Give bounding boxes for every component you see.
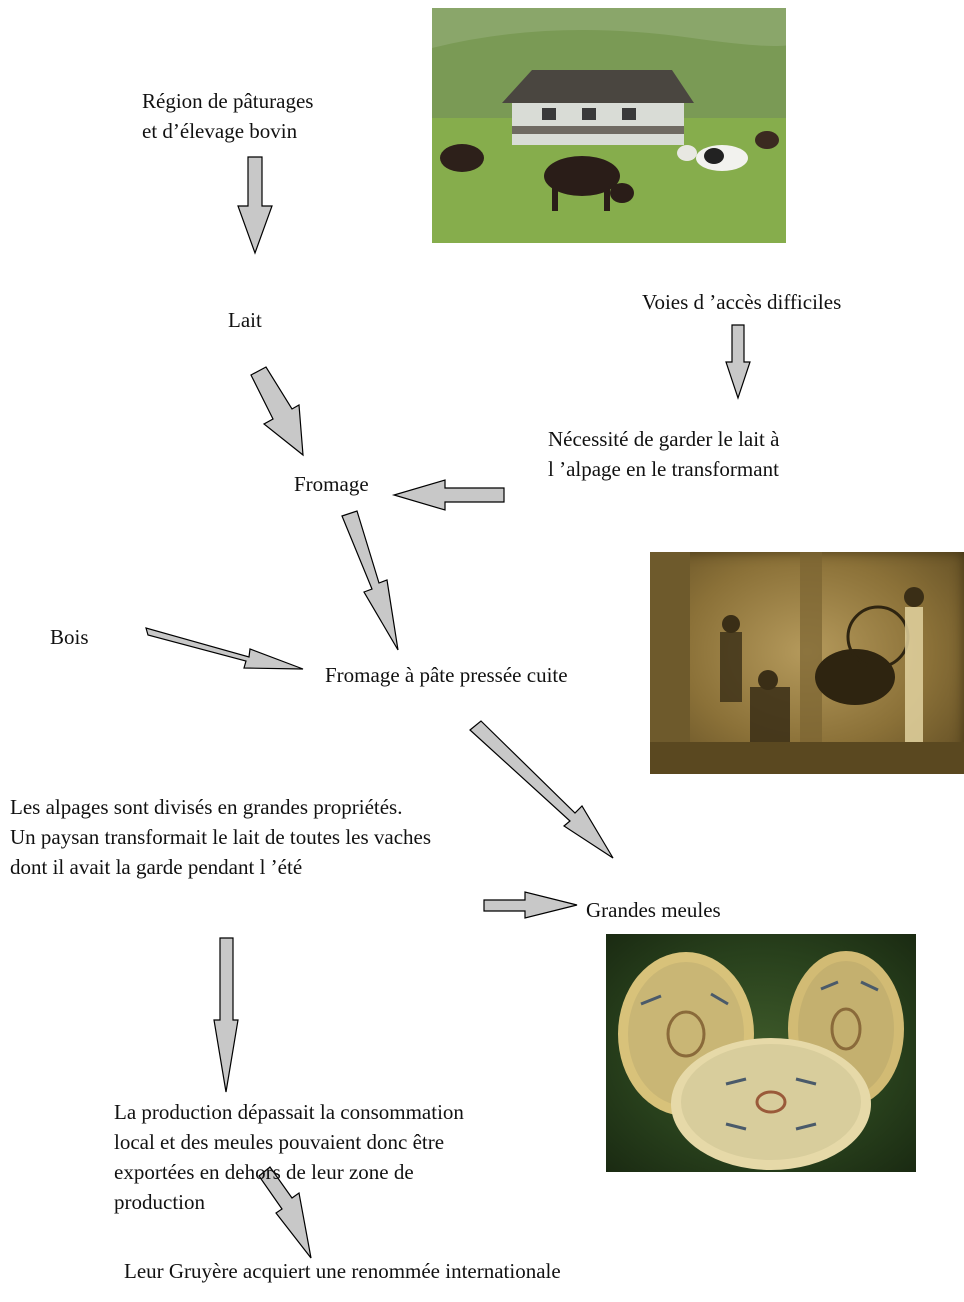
node-production-line-4: production [114,1190,205,1214]
node-necessite-line-2: l ’alpage en le transformant [548,457,779,481]
node-production: La production dépassait la consommation … [114,1097,464,1217]
arrow-fromage-to-pressee [341,510,399,651]
node-production-line-2: local et des meules pouvaient donc être [114,1130,445,1154]
pasture-photo [432,8,786,243]
arrow-production-to-renommee [258,1166,312,1259]
node-alpages-line-3: dont il avait la garde pendant l ’été [10,855,303,879]
arrow-voies-to-necessite [725,324,751,400]
node-region-line-1: Région de pâturages [142,89,314,113]
pasture-illustration [432,8,786,243]
node-lait: Lait [228,308,262,332]
node-meules: Grandes meules [586,898,721,922]
node-region: Région de pâturages et d’élevage bovin [142,86,313,146]
node-voies: Voies d ’accès difficiles [642,290,842,314]
arrow-alpages-to-meules [483,891,578,919]
arrow-pressee-to-meules [469,720,614,859]
node-production-line-1: La production dépassait la consommation [114,1100,464,1124]
arrow-alpages-to-production [213,937,239,1093]
node-production-line-3: exportées en dehors de leur zone de [114,1160,414,1184]
cheese-illustration [618,951,904,1170]
node-alpages: Les alpages sont divisés en grandes prop… [10,792,431,882]
node-region-line-2: et d’élevage bovin [142,119,298,143]
node-alpages-line-2: Un paysan transformait le lait de toutes… [10,825,432,849]
node-fromage: Fromage [294,472,369,496]
node-necessite-line-1: Nécessité de garder le lait à [548,427,780,451]
engraving-illustration [650,552,964,774]
cheese-photo [606,934,916,1172]
node-bois: Bois [50,625,89,649]
node-alpages-line-1: Les alpages sont divisés en grandes prop… [10,795,403,819]
arrow-lait-to-fromage [250,366,304,457]
arrow-region-to-lait [237,156,273,255]
arrow-bois-to-pressee [145,627,304,670]
node-pressee: Fromage à pâte pressée cuite [325,663,568,687]
arrow-necessite-to-fromage [391,479,505,511]
engraving-photo [650,552,964,774]
node-renommee: Leur Gruyère acquiert une renommée inter… [124,1259,561,1283]
node-necessite: Nécessité de garder le lait à l ’alpage … [548,424,779,484]
